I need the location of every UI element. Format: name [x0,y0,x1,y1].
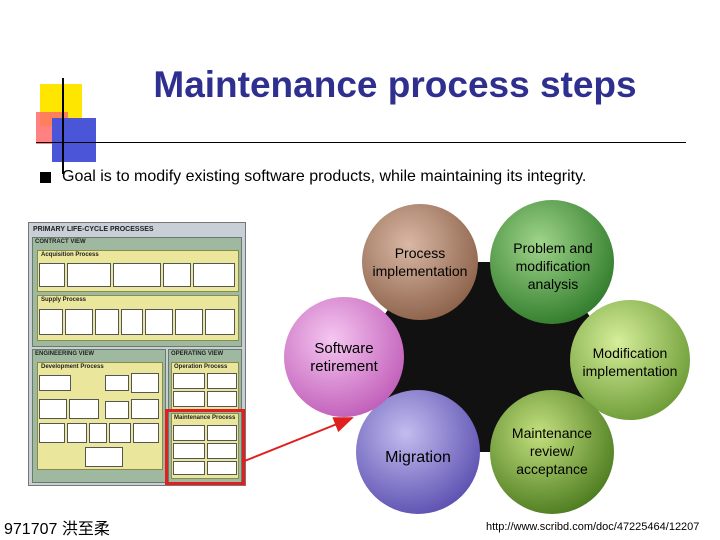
process-mini-box [207,391,237,407]
lifecycle-figure: PRIMARY LIFE-CYCLE PROCESSES CONTRACT VI… [28,222,246,486]
process-mini-box [65,309,93,335]
process-mini-box [173,425,205,441]
node-label-problem-analysis: Problem and modification analysis [513,240,593,292]
process-mini-box [205,309,235,335]
process-mini-box [105,375,129,391]
process-mini-box [207,425,237,441]
node-label-migration: Migration [385,449,451,466]
bullet-text: Goal is to modify existing software prod… [62,168,587,185]
node-circle-problem-analysis [490,200,614,324]
process-mini-box [207,443,237,459]
maintenance-highlight-box [165,409,245,485]
node-label-maintenance-review: Maintenance review/ acceptance [511,425,593,477]
node-circle-modification-implementation [570,300,690,420]
process-mini-box [39,423,65,443]
decor-blue-square [52,118,96,162]
acquisition-process-label: Acquisition Process [41,252,99,258]
footer-author: 971707 洪至柔 [4,521,110,538]
node-label-modification-implementation: Modification implementation [582,345,678,379]
process-mini-box [121,309,143,335]
process-mini-box [173,391,205,407]
process-mini-box [39,375,71,391]
process-mini-box [105,401,129,419]
process-mini-box [173,443,205,459]
decor-vertical-line [62,78,64,174]
maintenance-process-label: Maintenance Process [174,415,236,421]
process-mini-box [207,461,237,475]
process-mini-box [39,399,67,419]
bullet-square-icon [40,172,51,183]
process-mini-box [131,399,159,419]
development-process-label: Development Process [41,364,104,370]
red-pointer-arrow [241,417,354,463]
process-mini-box [193,263,235,287]
process-mini-box [85,447,123,467]
contract-view-label: CONTRACT VIEW [35,239,86,245]
node-circle-process-implementation [362,204,478,320]
process-mini-box [207,373,237,389]
node-circle-migration [356,390,480,514]
process-mini-box [131,373,159,393]
node-circle-software-retirement [284,297,404,417]
lifecycle-figure-title: PRIMARY LIFE-CYCLE PROCESSES [33,226,154,233]
process-mini-box [163,263,191,287]
supply-process-label: Supply Process [41,297,87,303]
operation-process-label: Operation Process [174,364,228,370]
footer-source-url[interactable]: http://www.scribd.com/doc/47225464/12207 [486,521,700,533]
process-mini-box [39,309,63,335]
engineering-view-label: ENGINEERING VIEW [35,351,95,357]
process-mini-box [109,423,131,443]
operating-view-label: OPERATING VIEW [171,351,224,357]
process-mini-box [39,263,65,287]
title-divider [36,142,686,143]
process-mini-box [173,461,205,475]
process-mini-box [69,399,99,419]
node-circle-maintenance-review [490,390,614,514]
slide-title: Maintenance process steps [153,64,637,105]
process-mini-box [89,423,107,443]
process-mini-box [67,423,87,443]
process-mini-box [173,373,205,389]
node-label-process-implementation: Process implementation [372,245,468,279]
node-label-software-retirement: Software retirement [310,340,378,375]
process-mini-box [175,309,203,335]
process-mini-box [95,309,119,335]
process-mini-box [133,423,159,443]
process-mini-box [67,263,111,287]
process-mini-box [145,309,173,335]
process-mini-box [113,263,161,287]
